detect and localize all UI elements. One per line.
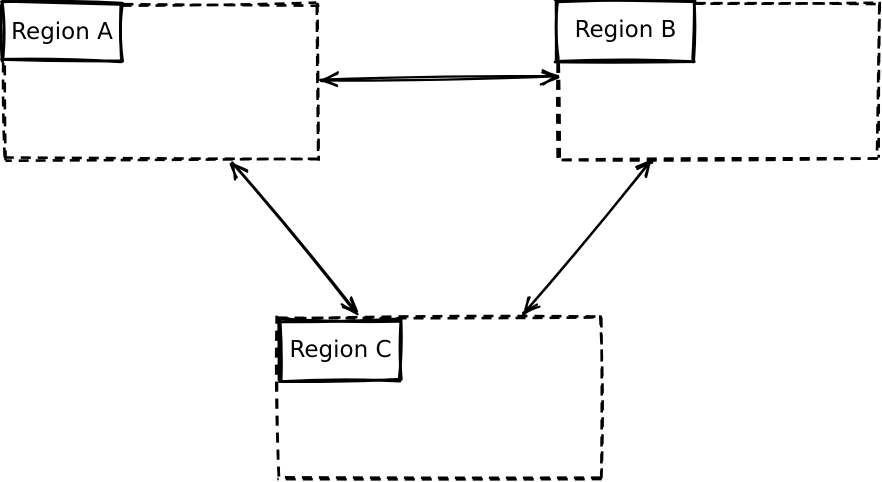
region-a-label-box: Region A [3,3,121,61]
region-b-label-box: Region B [557,1,694,60]
region-c-label-box: Region C [280,320,401,381]
region-a-label: Region A [11,18,113,45]
region-c-label: Region C [289,337,392,363]
region-b-label: Region B [574,17,677,43]
